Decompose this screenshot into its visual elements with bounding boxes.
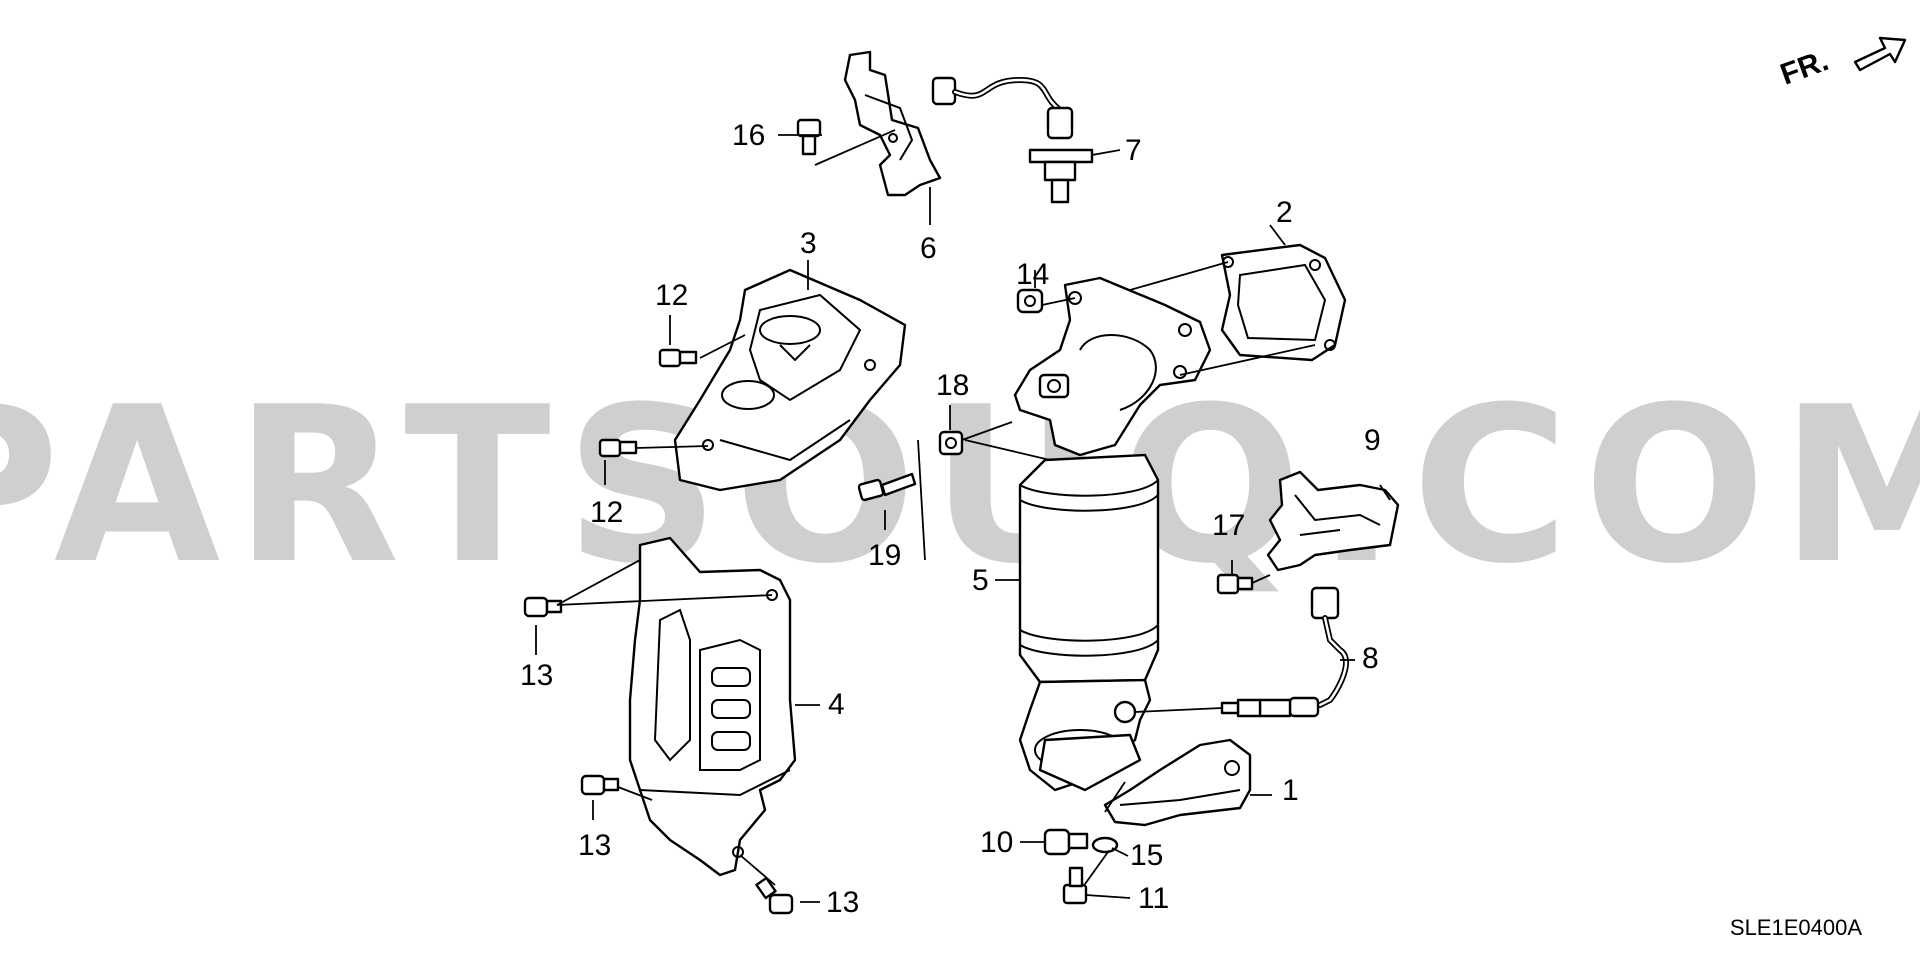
part-14-nut[interactable]	[1016, 288, 1044, 314]
callout-12-lower[interactable]: 12	[590, 496, 623, 529]
part-13-bolt-b[interactable]	[580, 774, 620, 796]
callout-13-a[interactable]: 13	[520, 659, 553, 692]
part-19-bolt[interactable]	[857, 439, 926, 561]
callout-6[interactable]: 6	[920, 232, 937, 265]
callout-1[interactable]: 1	[1282, 774, 1299, 807]
callout-9[interactable]: 9	[1364, 424, 1381, 457]
front-label: FR.	[1776, 44, 1833, 92]
callout-19[interactable]: 19	[868, 539, 901, 572]
watermark: PARTSOUQ.COM	[0, 360, 1920, 611]
front-arrow-icon	[1853, 36, 1907, 72]
callout-labels: 1 2 3 4 5 6 7 8 9 10 11 12 12 13 13 13 1…	[520, 119, 1381, 919]
part-5-catalytic-converter[interactable]	[1013, 276, 1212, 792]
diagram-code: SLE1E0400A	[1730, 915, 1862, 940]
callout-2[interactable]: 2	[1276, 196, 1293, 229]
part-12-bolt-upper[interactable]	[658, 348, 698, 368]
callout-5[interactable]: 5	[972, 564, 989, 597]
callout-16[interactable]: 16	[732, 119, 765, 152]
callout-13-b[interactable]: 13	[578, 829, 611, 862]
part-7-oxygen-sensor[interactable]	[931, 76, 1094, 204]
callout-10[interactable]: 10	[980, 826, 1013, 859]
callout-3[interactable]: 3	[800, 227, 817, 260]
callout-13-c[interactable]: 13	[826, 886, 859, 919]
callout-12-upper[interactable]: 12	[655, 279, 688, 312]
callout-14[interactable]: 14	[1016, 258, 1049, 291]
callout-4[interactable]: 4	[828, 688, 845, 721]
part-18-nut[interactable]	[938, 430, 964, 456]
callout-11[interactable]: 11	[1138, 882, 1169, 915]
part-1-stay-bracket[interactable]	[1103, 738, 1252, 827]
callout-8[interactable]: 8	[1362, 642, 1379, 675]
callout-18[interactable]: 18	[936, 369, 969, 402]
callout-17[interactable]: 17	[1212, 509, 1245, 542]
part-8-oxygen-sensor[interactable]	[1220, 586, 1349, 718]
part-13-bolt-a[interactable]	[523, 596, 563, 618]
callout-15[interactable]: 15	[1130, 839, 1163, 872]
part-17-bolt[interactable]	[1216, 573, 1254, 595]
part-2-gasket[interactable]	[1220, 243, 1347, 362]
part-16-bolt[interactable]	[796, 118, 822, 156]
part-9-bracket[interactable]	[1266, 470, 1400, 572]
part-15-washer[interactable]	[1091, 836, 1119, 854]
front-arrow: FR.	[1776, 36, 1907, 92]
part-6-bracket[interactable]	[843, 50, 942, 197]
part-4-lower-heat-shield[interactable]	[628, 536, 797, 877]
part-12-bolt-lower[interactable]	[598, 438, 638, 458]
part-13-bolt-c[interactable]	[755, 876, 794, 915]
part-11-bolt[interactable]	[1062, 866, 1088, 905]
leader-lines	[535, 129, 1391, 903]
part-10-bolt[interactable]	[1043, 828, 1089, 856]
part-3-upper-heat-shield[interactable]	[673, 268, 907, 492]
callout-7[interactable]: 7	[1125, 134, 1142, 167]
